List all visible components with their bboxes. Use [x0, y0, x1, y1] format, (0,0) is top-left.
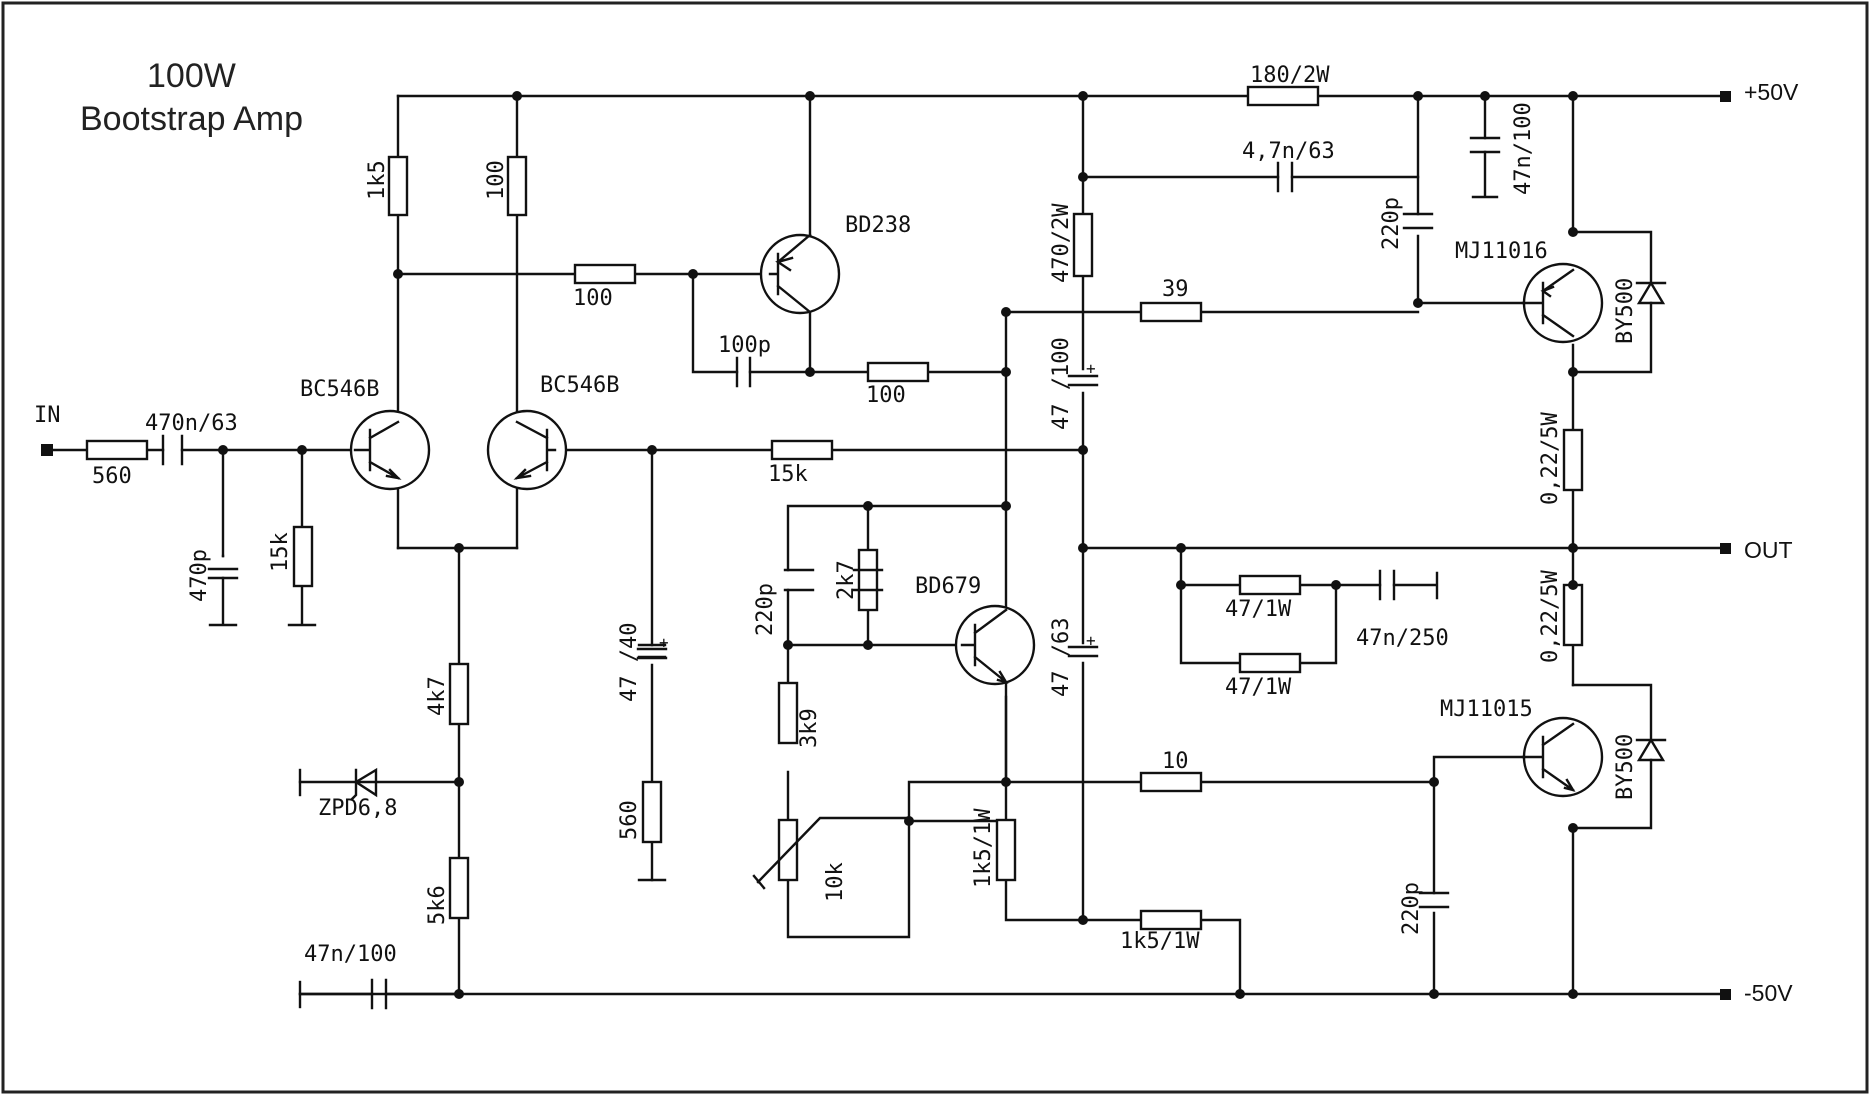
svg-text:+: +: [1086, 359, 1096, 378]
r-g6-label: 10: [1162, 749, 1189, 774]
c-zob-label: 47n/250: [1356, 626, 1449, 651]
title-line1: 100W: [147, 57, 236, 95]
polarity-marks: + + +: [659, 359, 1096, 652]
r-base-label: 100: [573, 286, 613, 311]
vpos-label: +50V: [1744, 79, 1799, 105]
junction-dots: [218, 91, 1578, 999]
c-vbe-label: 220p: [753, 583, 778, 636]
output-label: OUT: [1744, 537, 1793, 563]
input-label: IN: [34, 403, 61, 428]
r-vbe2-label: 3k9: [797, 708, 822, 748]
capacitor-symbols: [161, 136, 1501, 1010]
q2-label: BC546B: [540, 373, 619, 398]
input-terminal[interactable]: [41, 444, 53, 456]
svg-text:+: +: [1086, 631, 1096, 650]
vneg-label: -50V: [1744, 980, 1793, 1006]
r-pull2-label: 1k5/1W: [1120, 929, 1200, 954]
diode-symbols: [350, 280, 1667, 801]
resistor-symbols: [85, 85, 1584, 931]
r-zob1-label: 47/1W: [1225, 597, 1292, 622]
r-pull1-label: 1k5/1W: [971, 808, 996, 888]
q5-label: MJ11016: [1455, 239, 1548, 264]
c-fbgnd-label: 47 /40: [617, 623, 642, 702]
r-c1-label: 1k5: [365, 160, 390, 200]
r-e5-label: 0,22/5W: [1538, 412, 1563, 505]
q4-label: BD679: [915, 574, 981, 599]
r-vbe1-label: 2k7: [834, 560, 859, 600]
c-miller-label: 100p: [718, 333, 771, 358]
c-q6-label: 220p: [1399, 882, 1424, 935]
c-q5-label: 220p: [1379, 197, 1404, 250]
r-zob2-label: 47/1W: [1225, 675, 1292, 700]
vpos-terminal[interactable]: [1720, 91, 1731, 102]
r-fb-label: 15k: [768, 462, 808, 487]
c-ff-label: 4,7n/63: [1242, 139, 1335, 164]
c-boot-label: 47 /100: [1049, 337, 1074, 430]
svg-text:+: +: [659, 633, 669, 652]
r-c2-label: 100: [484, 160, 509, 200]
c-dec-neg-label: 47n/100: [304, 942, 397, 967]
r-boot-label: 470/2W: [1049, 203, 1074, 283]
d6-label: BY500: [1613, 734, 1638, 800]
r-tail1-label: 4k7: [425, 676, 450, 716]
r-in-label: 560: [92, 464, 132, 489]
output-terminal[interactable]: [1720, 543, 1731, 554]
r-fbgnd-label: 560: [617, 800, 642, 840]
q3-label: BD238: [845, 213, 911, 238]
trimmer-wiper: [756, 816, 911, 884]
q6-label: MJ11015: [1440, 697, 1533, 722]
c-out-label: 47 /63: [1049, 618, 1074, 697]
r-tail2-label: 5k6: [425, 885, 450, 925]
vneg-terminal[interactable]: [1720, 989, 1731, 1000]
r-vas-label: 100: [866, 383, 906, 408]
c-dec-pos-label: 47n/100: [1511, 102, 1536, 195]
d5-label: BY500: [1613, 278, 1638, 344]
r-bias-label: 15k: [268, 532, 293, 572]
r-e6-label: 0,22/5W: [1538, 570, 1563, 663]
q1-label: BC546B: [300, 377, 379, 402]
r-trim-label: 10k: [823, 862, 848, 902]
title-line2: Bootstrap Amp: [80, 100, 303, 138]
c-in-label: 470n/63: [145, 411, 238, 436]
zener-label: ZPD6,8: [318, 796, 397, 821]
r-g5-label: 39: [1162, 277, 1189, 302]
trimmer-tick: [752, 874, 766, 890]
c-filt-label: 470p: [187, 549, 212, 602]
transistor-symbols: [349, 233, 1604, 798]
r-supply-label: 180/2W: [1250, 63, 1330, 88]
